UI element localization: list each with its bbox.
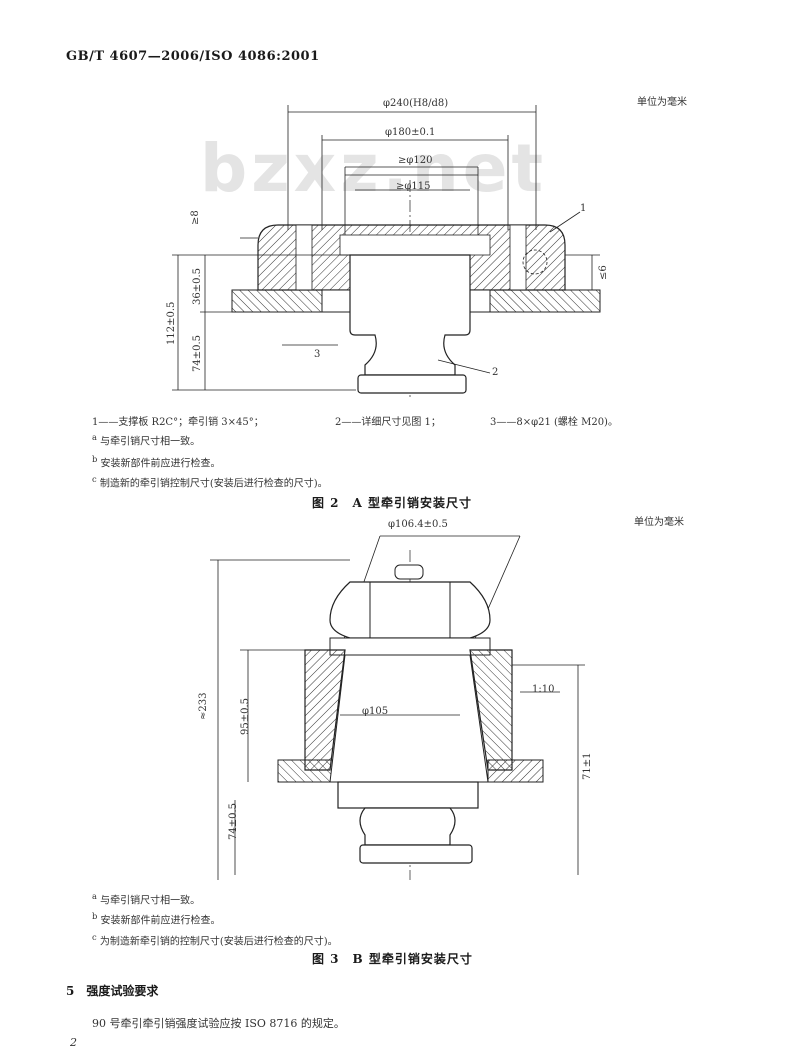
fig3-dim-h1: ≈233 [198,692,209,720]
fig3-note-b: b 安装新部件前应进行检查。 [92,911,221,927]
fig3-note-c: c 为制造新牵引销的控制尺寸(安装后进行检查的尺寸)。 [92,932,338,948]
fig2-note-a-text: 与牵引销尺寸相一致。 [100,436,201,448]
fig2-caption: 图 2 A 型牵引销安装尺寸 [312,496,473,510]
figure-3-drawing [210,535,585,880]
fig3-dim-taper: 1:10 [532,684,555,695]
fig2-dim-d1: φ240(H8/d8) [383,98,449,109]
fig2-legend-1: 1——支撑板 R2C°；牵引销 3×45°； [92,417,264,428]
fig2-note-a: a 与牵引销尺寸相一致。 [92,432,201,448]
fig2-dim-d2: φ180±0.1 [385,127,436,138]
watermark: bzxz.net [200,130,548,207]
fig2-dim-r6: ≤6 [598,265,609,280]
fig2-callout-1: 1 [580,203,587,214]
fig2-dim-d4: ≥φ115 [396,181,431,192]
figure-2-drawing [172,105,601,400]
section-5-title: 5 强度试验要求 [66,984,159,998]
fig3-dim-d2: φ105 [362,706,389,717]
fig2-legend-2: 2——详细尺寸见图 1； [335,417,441,428]
page-number: 2 [70,1036,77,1049]
fig3-note-c-text: 为制造新牵引销的控制尺寸(安装后进行检查的尺寸)。 [99,936,338,948]
fig3-caption: 图 3 B 型牵引销安装尺寸 [312,952,473,966]
fig3-unit-note: 单位为毫米 [634,517,684,528]
fig2-dim-w3: 3 [314,349,321,360]
fig3-note-a-text: 与牵引销尺寸相一致。 [100,895,201,907]
fig2-note-b-text: 安装新部件前应进行检查。 [100,458,221,470]
fig2-callout-2: 2 [492,367,499,378]
fig3-dim-h4: 71±1 [582,752,593,780]
fig2-note-c-text: 制造新的牵引销控制尺寸(安装后进行检查的尺寸)。 [99,478,328,490]
fig2-note-b: b 安装新部件前应进行检查。 [92,454,221,470]
fig3-note-b-text: 安装新部件前应进行检查。 [100,915,221,927]
fig2-dim-h2: 36±0.5 [192,267,203,305]
fig3-dim-h3: 74±0.5 [228,802,239,840]
fig2-dim-h3: 112±0.5 [166,301,177,345]
fig2-dim-d3: ≥φ120 [398,155,433,166]
section-5-text: 90 号牵引牵引销强度试验应按 ISO 8716 的规定。 [92,1017,345,1030]
fig2-legend-3: 3——8×φ21 (螺栓 M20)。 [490,417,618,428]
fig2-note-c: c 制造新的牵引销控制尺寸(安装后进行检查的尺寸)。 [92,474,328,490]
fig3-dim-h2: 95±0.5 [240,697,251,735]
standard-number: GB/T 4607—2006/ISO 4086:2001 [66,49,320,64]
fig3-note-a: a 与牵引销尺寸相一致。 [92,891,201,907]
fig2-unit-note: 单位为毫米 [637,97,687,108]
fig2-dim-h4: 74±0.5 [192,334,203,372]
fig3-dim-d1: φ106.4±0.5 [388,519,448,530]
fig2-dim-h1: ≥8 [190,210,201,225]
